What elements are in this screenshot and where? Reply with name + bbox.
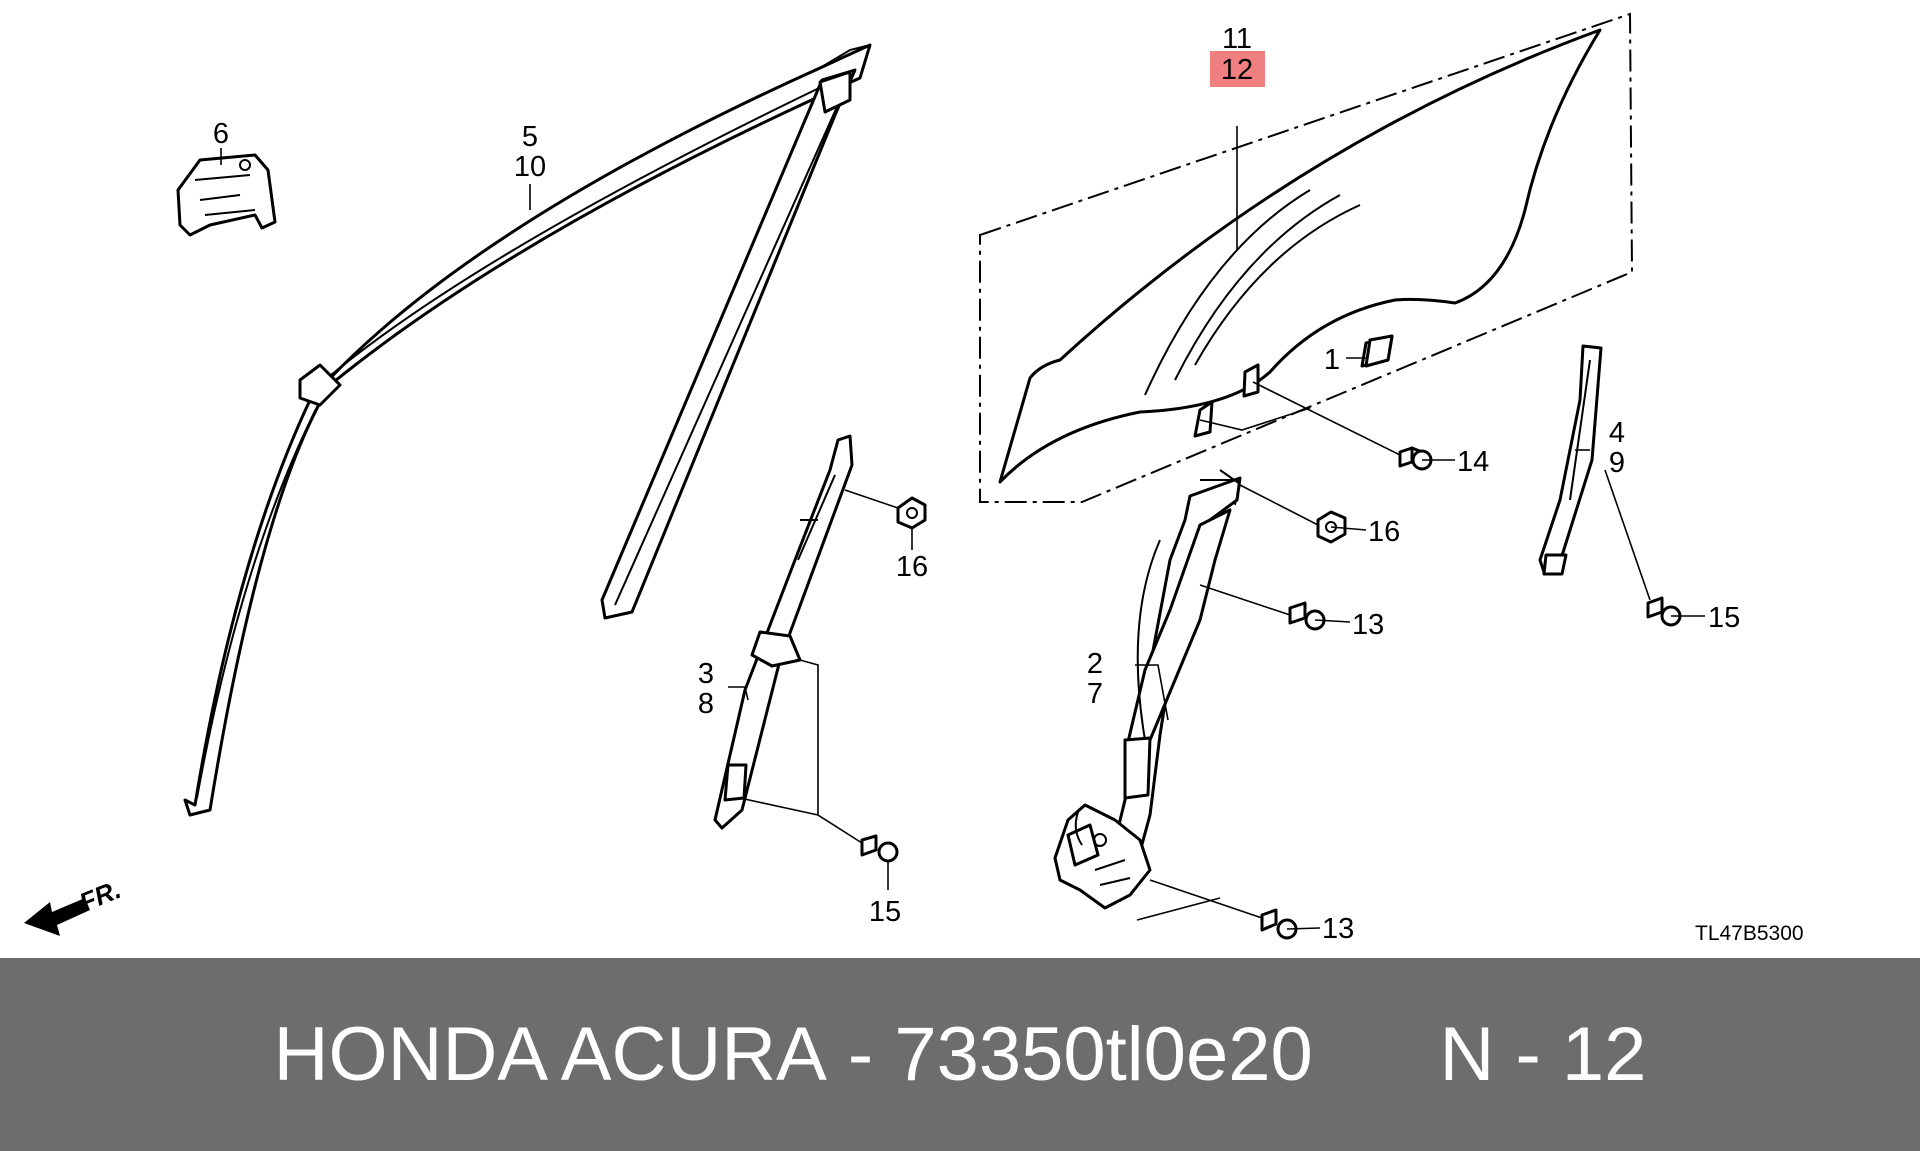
part-16-nut-a bbox=[896, 496, 927, 530]
callout-13-upper: 13 bbox=[1352, 609, 1384, 641]
part-13-bolt-b bbox=[1260, 908, 1298, 940]
callout-5: 5 bbox=[522, 121, 538, 153]
callout-1: 1 bbox=[1324, 344, 1340, 376]
footer-part-number: 73350tl0e20 bbox=[894, 1012, 1313, 1097]
footer-brand: HONDA ACURA bbox=[273, 1012, 827, 1097]
callout-10: 10 bbox=[514, 151, 546, 183]
callout-labels: 6 5 10 11 12 1 4 9 14 16 16 13 15 2 7 3 … bbox=[213, 23, 1740, 945]
callout-12-highlight bbox=[1210, 51, 1265, 87]
callout-11: 11 bbox=[1222, 23, 1252, 55]
callout-16-left: 16 bbox=[896, 551, 928, 583]
callout-16-right: 16 bbox=[1368, 516, 1400, 548]
part-2-7-window-regulator bbox=[1053, 469, 1242, 910]
rear-run-channel bbox=[600, 68, 857, 620]
part-6-bracket bbox=[176, 153, 277, 237]
callout-12: 12 bbox=[1221, 54, 1253, 86]
callout-2: 2 bbox=[1087, 648, 1103, 680]
callout-7: 7 bbox=[1087, 678, 1103, 710]
part-15-bolt-b bbox=[1646, 596, 1682, 627]
footer-separator: - bbox=[826, 1012, 895, 1097]
part-3-guide-rail bbox=[713, 434, 854, 830]
part-14-bolt bbox=[1398, 446, 1433, 471]
callout-14: 14 bbox=[1457, 446, 1489, 478]
leader-lines bbox=[220, 126, 1705, 930]
callout-15-left: 15 bbox=[869, 896, 901, 928]
part-13-bolt-a bbox=[1288, 601, 1326, 631]
callout-8: 8 bbox=[698, 688, 714, 720]
callout-13-lower: 13 bbox=[1322, 913, 1354, 945]
parts-diagram: 6 5 10 11 12 1 4 9 14 16 16 13 15 2 7 3 … bbox=[24, 12, 1804, 945]
callout-9: 9 bbox=[1609, 447, 1625, 479]
callout-6: 6 bbox=[213, 118, 229, 150]
part-15-bolt-a bbox=[860, 834, 899, 863]
part-5-outer-run-channel bbox=[183, 43, 872, 817]
callout-4: 4 bbox=[1609, 417, 1625, 449]
part-1-label bbox=[1364, 334, 1394, 368]
footer-gap bbox=[1313, 1011, 1440, 1098]
callout-3: 3 bbox=[698, 658, 714, 690]
diagram-code: TL47B5300 bbox=[1695, 922, 1804, 945]
part-4-rear-channel bbox=[1538, 344, 1603, 576]
part-11-12-door-glass bbox=[979, 12, 1634, 503]
footer-bar: HONDA ACURA - 73350tl0e20 N - 12 bbox=[0, 958, 1920, 1151]
callout-15-right: 15 bbox=[1708, 602, 1740, 634]
front-direction-arrow: FR. bbox=[24, 874, 125, 936]
footer-position-label: N - 12 bbox=[1439, 1012, 1647, 1097]
